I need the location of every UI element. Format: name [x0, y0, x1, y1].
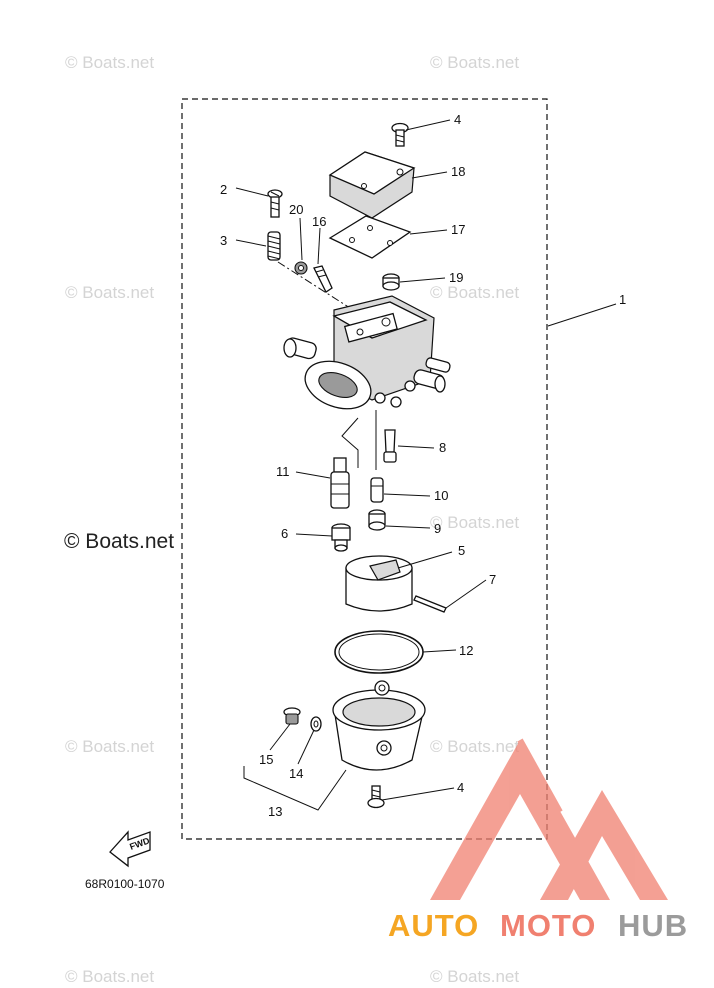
- callout-14: 14: [289, 766, 303, 781]
- watermark: © Boats.net: [65, 53, 154, 72]
- callout-5: 5: [458, 543, 465, 558]
- part-drain-screw-15: [283, 707, 301, 725]
- callout-8: 8: [439, 440, 446, 455]
- part-cover-18: [328, 151, 416, 219]
- logo-text-hub: HUB: [618, 908, 688, 943]
- part-screw-4-top: [391, 122, 409, 147]
- part-main-jet-9: [368, 509, 386, 531]
- callout-7: 7: [489, 572, 496, 587]
- assembly-boundary: [181, 98, 548, 840]
- watermark: © Boats.net: [65, 737, 154, 756]
- callout-9: 9: [434, 521, 441, 536]
- watermark: © Boats.net: [430, 283, 519, 302]
- callout-13: 13: [268, 804, 282, 819]
- part-float-5: [345, 555, 413, 612]
- part-pilot-jet-10: [370, 477, 384, 503]
- callout-1: 1: [619, 292, 626, 307]
- logo-text-moto: MOTO: [500, 908, 596, 943]
- watermark: © Boats.net: [430, 53, 519, 72]
- callout-18: 18: [451, 164, 465, 179]
- part-screw-2: [267, 189, 283, 218]
- watermark: © Boats.net: [65, 283, 154, 302]
- watermark-large: © Boats.net: [64, 530, 174, 553]
- callout-11: 11: [276, 464, 290, 479]
- callout-10: 10: [434, 488, 448, 503]
- brand-logo: AUTO MOTO HUB: [388, 738, 688, 943]
- callout-12: 12: [459, 643, 473, 658]
- callout-17: 17: [451, 222, 465, 237]
- callout-3: 3: [220, 233, 227, 248]
- part-gasket-17: [328, 215, 412, 259]
- part-needle-valve-8: [383, 429, 397, 463]
- callout-labels: 4 18 2 20 16 17 3 19 1 8 11 10 9 6 5 7 1…: [220, 112, 626, 819]
- watermark-layer: © Boats.net © Boats.net © Boats.net © Bo…: [64, 53, 519, 986]
- callout-4-top: 4: [454, 112, 461, 127]
- part-screw-4-bottom: [367, 785, 385, 809]
- watermark: © Boats.net: [430, 513, 519, 532]
- leader-lines: [235, 119, 617, 811]
- part-pilot-screw-16: [313, 265, 333, 293]
- callout-15: 15: [259, 752, 273, 767]
- forward-arrow: FWD: [109, 830, 151, 868]
- diagram-code: 68R0100-1070: [85, 877, 165, 891]
- part-nut-20: [294, 261, 308, 275]
- part-float-pin-7: [413, 595, 447, 613]
- callout-4-bottom: 4: [457, 780, 464, 795]
- part-plug-19: [382, 273, 400, 291]
- part-float-chamber-13: [332, 680, 426, 771]
- watermark: © Boats.net: [430, 737, 519, 756]
- callout-16: 16: [312, 214, 326, 229]
- watermark: © Boats.net: [430, 967, 519, 986]
- callout-20: 20: [289, 202, 303, 217]
- part-main-nozzle-11: [330, 457, 350, 509]
- logo-text-auto: AUTO: [388, 908, 479, 943]
- part-washer-14: [310, 716, 322, 732]
- part-plug-6: [331, 523, 351, 552]
- watermark: © Boats.net: [65, 967, 154, 986]
- callout-6: 6: [281, 526, 288, 541]
- callout-2: 2: [220, 182, 227, 197]
- logo-triangle-icon: [430, 738, 668, 900]
- part-o-ring-12: [334, 630, 424, 674]
- part-spring-3: [267, 231, 281, 261]
- callout-19: 19: [449, 270, 463, 285]
- part-carburetor-body-1: [283, 295, 451, 410]
